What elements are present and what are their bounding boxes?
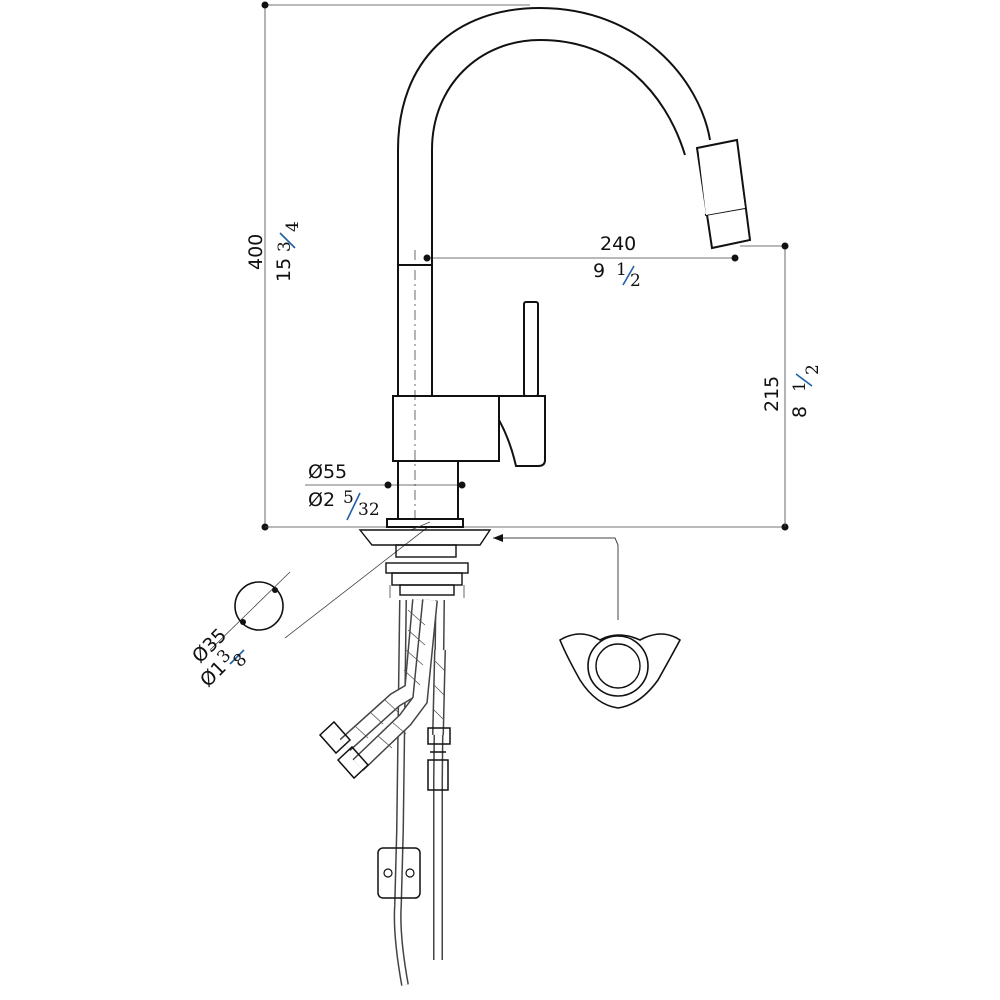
body-diameter-inch-den: 32 (358, 500, 380, 520)
dim-spout-height: 215 8 1 2 (761, 364, 823, 418)
fraction-slash (795, 373, 813, 387)
total-height-mm: 400 (245, 234, 267, 270)
fraction-slash (346, 492, 361, 521)
reach-inch-num: 1 (616, 260, 627, 280)
dim-total-height: 400 15 3 4 (245, 221, 303, 282)
total-height-inch-whole: 15 (273, 258, 295, 282)
reach-inch-whole: 9 (593, 260, 605, 282)
mounting-hardware (358, 529, 619, 620)
reach-mm: 240 (600, 233, 636, 255)
body-diameter-inch-num: 5 (343, 488, 354, 508)
hole-diameter-inch-den: 8 (229, 650, 251, 672)
body-diameter-mm: Ø55 (308, 461, 347, 483)
body-diameter-inch-whole: Ø2 (308, 489, 335, 511)
spout-height-mm: 215 (761, 376, 783, 412)
spout-height-inch-whole: 8 (789, 406, 811, 418)
fraction-slash (622, 265, 635, 286)
fraction-slash (229, 649, 245, 665)
dim-reach: 240 9 1 2 (593, 233, 641, 291)
reach-inch-den: 2 (630, 271, 641, 291)
dim-hole-diameter: Ø35 Ø1 3 8 (188, 624, 251, 691)
faucet-outline (386, 6, 752, 531)
escutcheon-detail (559, 633, 682, 709)
spout-height-inch-den: 2 (803, 364, 823, 375)
fraction-slash (279, 232, 296, 249)
spout-height-inch-num: 1 (790, 381, 810, 392)
total-height-inch-den: 4 (283, 221, 303, 232)
dim-body-diameter: Ø55 Ø2 5 32 (308, 461, 380, 521)
total-height-inch-num: 3 (275, 241, 295, 252)
hoses (318, 599, 451, 986)
hole-circle (234, 581, 284, 631)
dimension-lines (209, 1, 789, 651)
